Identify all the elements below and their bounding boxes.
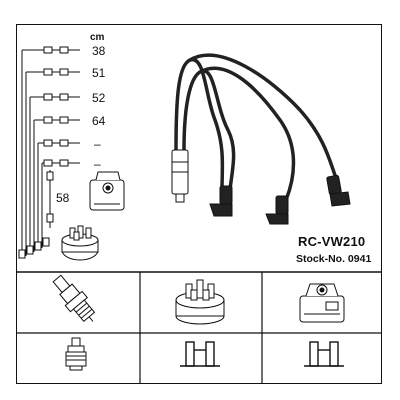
lead-set-icon — [18, 46, 80, 259]
lead-length-6: – — [94, 157, 101, 171]
coil-small-icon — [89, 171, 125, 211]
distributor-cap-icon — [175, 279, 225, 325]
ignition-cable-set — [174, 53, 338, 202]
unit-label: cm — [90, 32, 105, 43]
spark-plug-icon — [52, 274, 96, 323]
lead-length-2: 51 — [92, 66, 106, 80]
lead-length-3: 52 — [92, 91, 106, 105]
coil-terminal-icon — [304, 341, 344, 367]
distributor-cap-small-icon — [61, 225, 99, 261]
distributor-terminal-icon — [180, 341, 220, 367]
spark-plug-boot-straight — [171, 149, 189, 203]
model-number: RC-VW210 — [298, 234, 366, 249]
lead-length-1: 38 — [92, 44, 106, 58]
stock-number: Stock-No. 0941 — [296, 253, 372, 265]
lead-length-4: 64 — [92, 114, 106, 128]
ignition-coil-icon — [299, 283, 345, 323]
side-lead-length: 58 — [56, 191, 70, 205]
spark-plug-boot-angled — [209, 174, 351, 225]
diagram-frame — [16, 24, 382, 384]
lead-length-5: – — [94, 137, 101, 151]
spark-plug-terminal-icon — [65, 337, 87, 371]
